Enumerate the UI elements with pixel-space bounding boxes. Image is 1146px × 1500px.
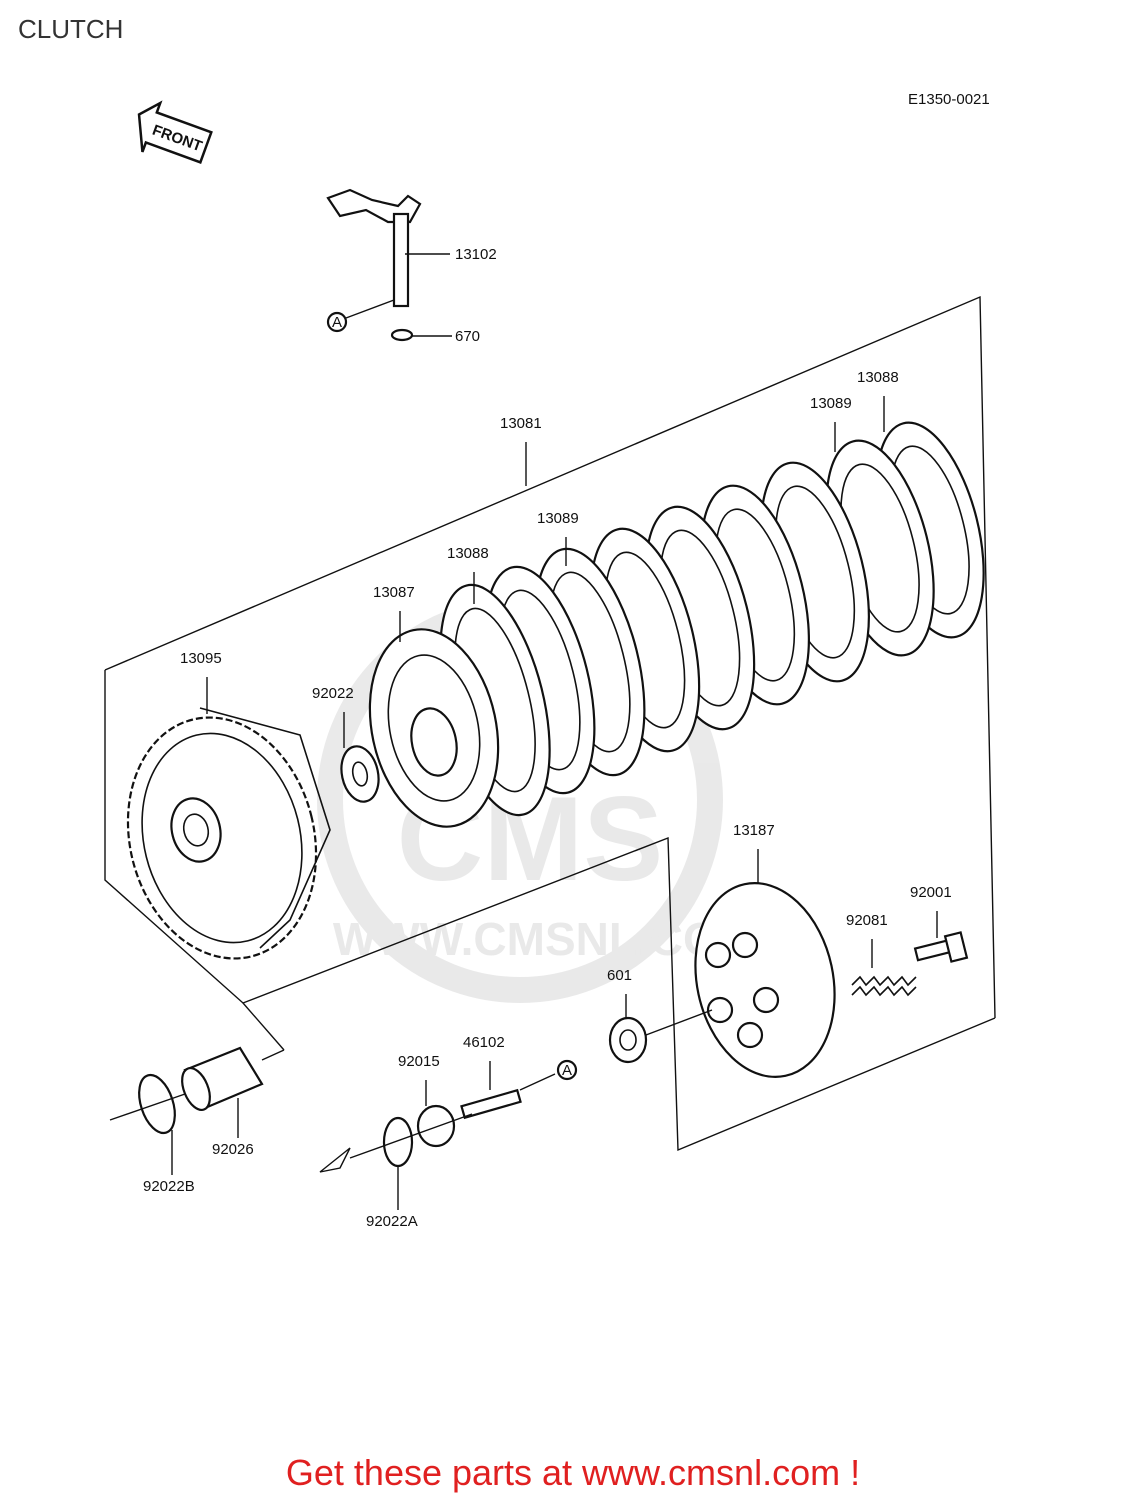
svg-text:13088: 13088 [447,545,489,562]
lock-nut [416,1104,456,1148]
svg-text:601: 601 [607,967,632,984]
ref-marker-a-top [326,311,348,333]
clutch-housing [126,707,331,960]
svg-text:13089: 13089 [810,395,852,412]
footer-cmsnl-link[interactable]: Get these parts at www.cmsnl.com ! [285,1452,861,1493]
svg-text:13087: 13087 [373,584,415,601]
svg-text:A: A [332,314,342,331]
svg-text:13089: 13089 [537,510,579,527]
front-arrow-icon: FRONT [137,100,213,164]
svg-text:46102: 46102 [463,1034,505,1051]
o-ring [390,328,414,342]
release-shaft: 13102 [326,188,497,308]
assembly-outline [104,295,996,1152]
svg-text:A: A [562,1062,572,1079]
svg-text:92022B: 92022B [143,1178,195,1195]
svg-text:13095: 13095 [180,650,222,667]
reference-code: E1350-0021 [908,91,990,108]
svg-text:92015: 92015 [398,1053,440,1070]
page-title: CLUTCH [18,14,124,44]
svg-text:13102: 13102 [455,246,497,263]
svg-text:92026: 92026 [212,1141,254,1158]
push-rod [460,1073,556,1120]
pressure-plate [694,882,836,1078]
svg-text:13088: 13088 [857,369,899,386]
svg-text:WWW.CMSNL.COM: WWW.CMSNL.COM [333,913,757,965]
svg-text:92081: 92081 [846,912,888,929]
bearing [608,1009,713,1064]
clutch-hub [368,628,500,828]
washer-a [382,1116,414,1168]
svg-text:13081: 13081 [500,415,542,432]
svg-text:92001: 92001 [910,884,952,901]
clutch-bolt [913,931,969,963]
svg-text:13187: 13187 [733,822,775,839]
svg-text:92022A: 92022A [366,1213,418,1230]
svg-text:670: 670 [455,328,480,345]
ref-marker-a-bottom [556,1059,578,1081]
sleeve [181,1046,264,1111]
svg-text:92022: 92022 [312,685,354,702]
clutch-spring [851,975,917,997]
clutch-exploded-diagram: CMS WWW.CMSNL.COM E1350-0021 FRONT 13102… [104,91,996,1230]
part-labels: 13081 13088 13089 13089 13088 13087 1309… [143,369,952,1230]
thrust-washer [340,745,380,803]
